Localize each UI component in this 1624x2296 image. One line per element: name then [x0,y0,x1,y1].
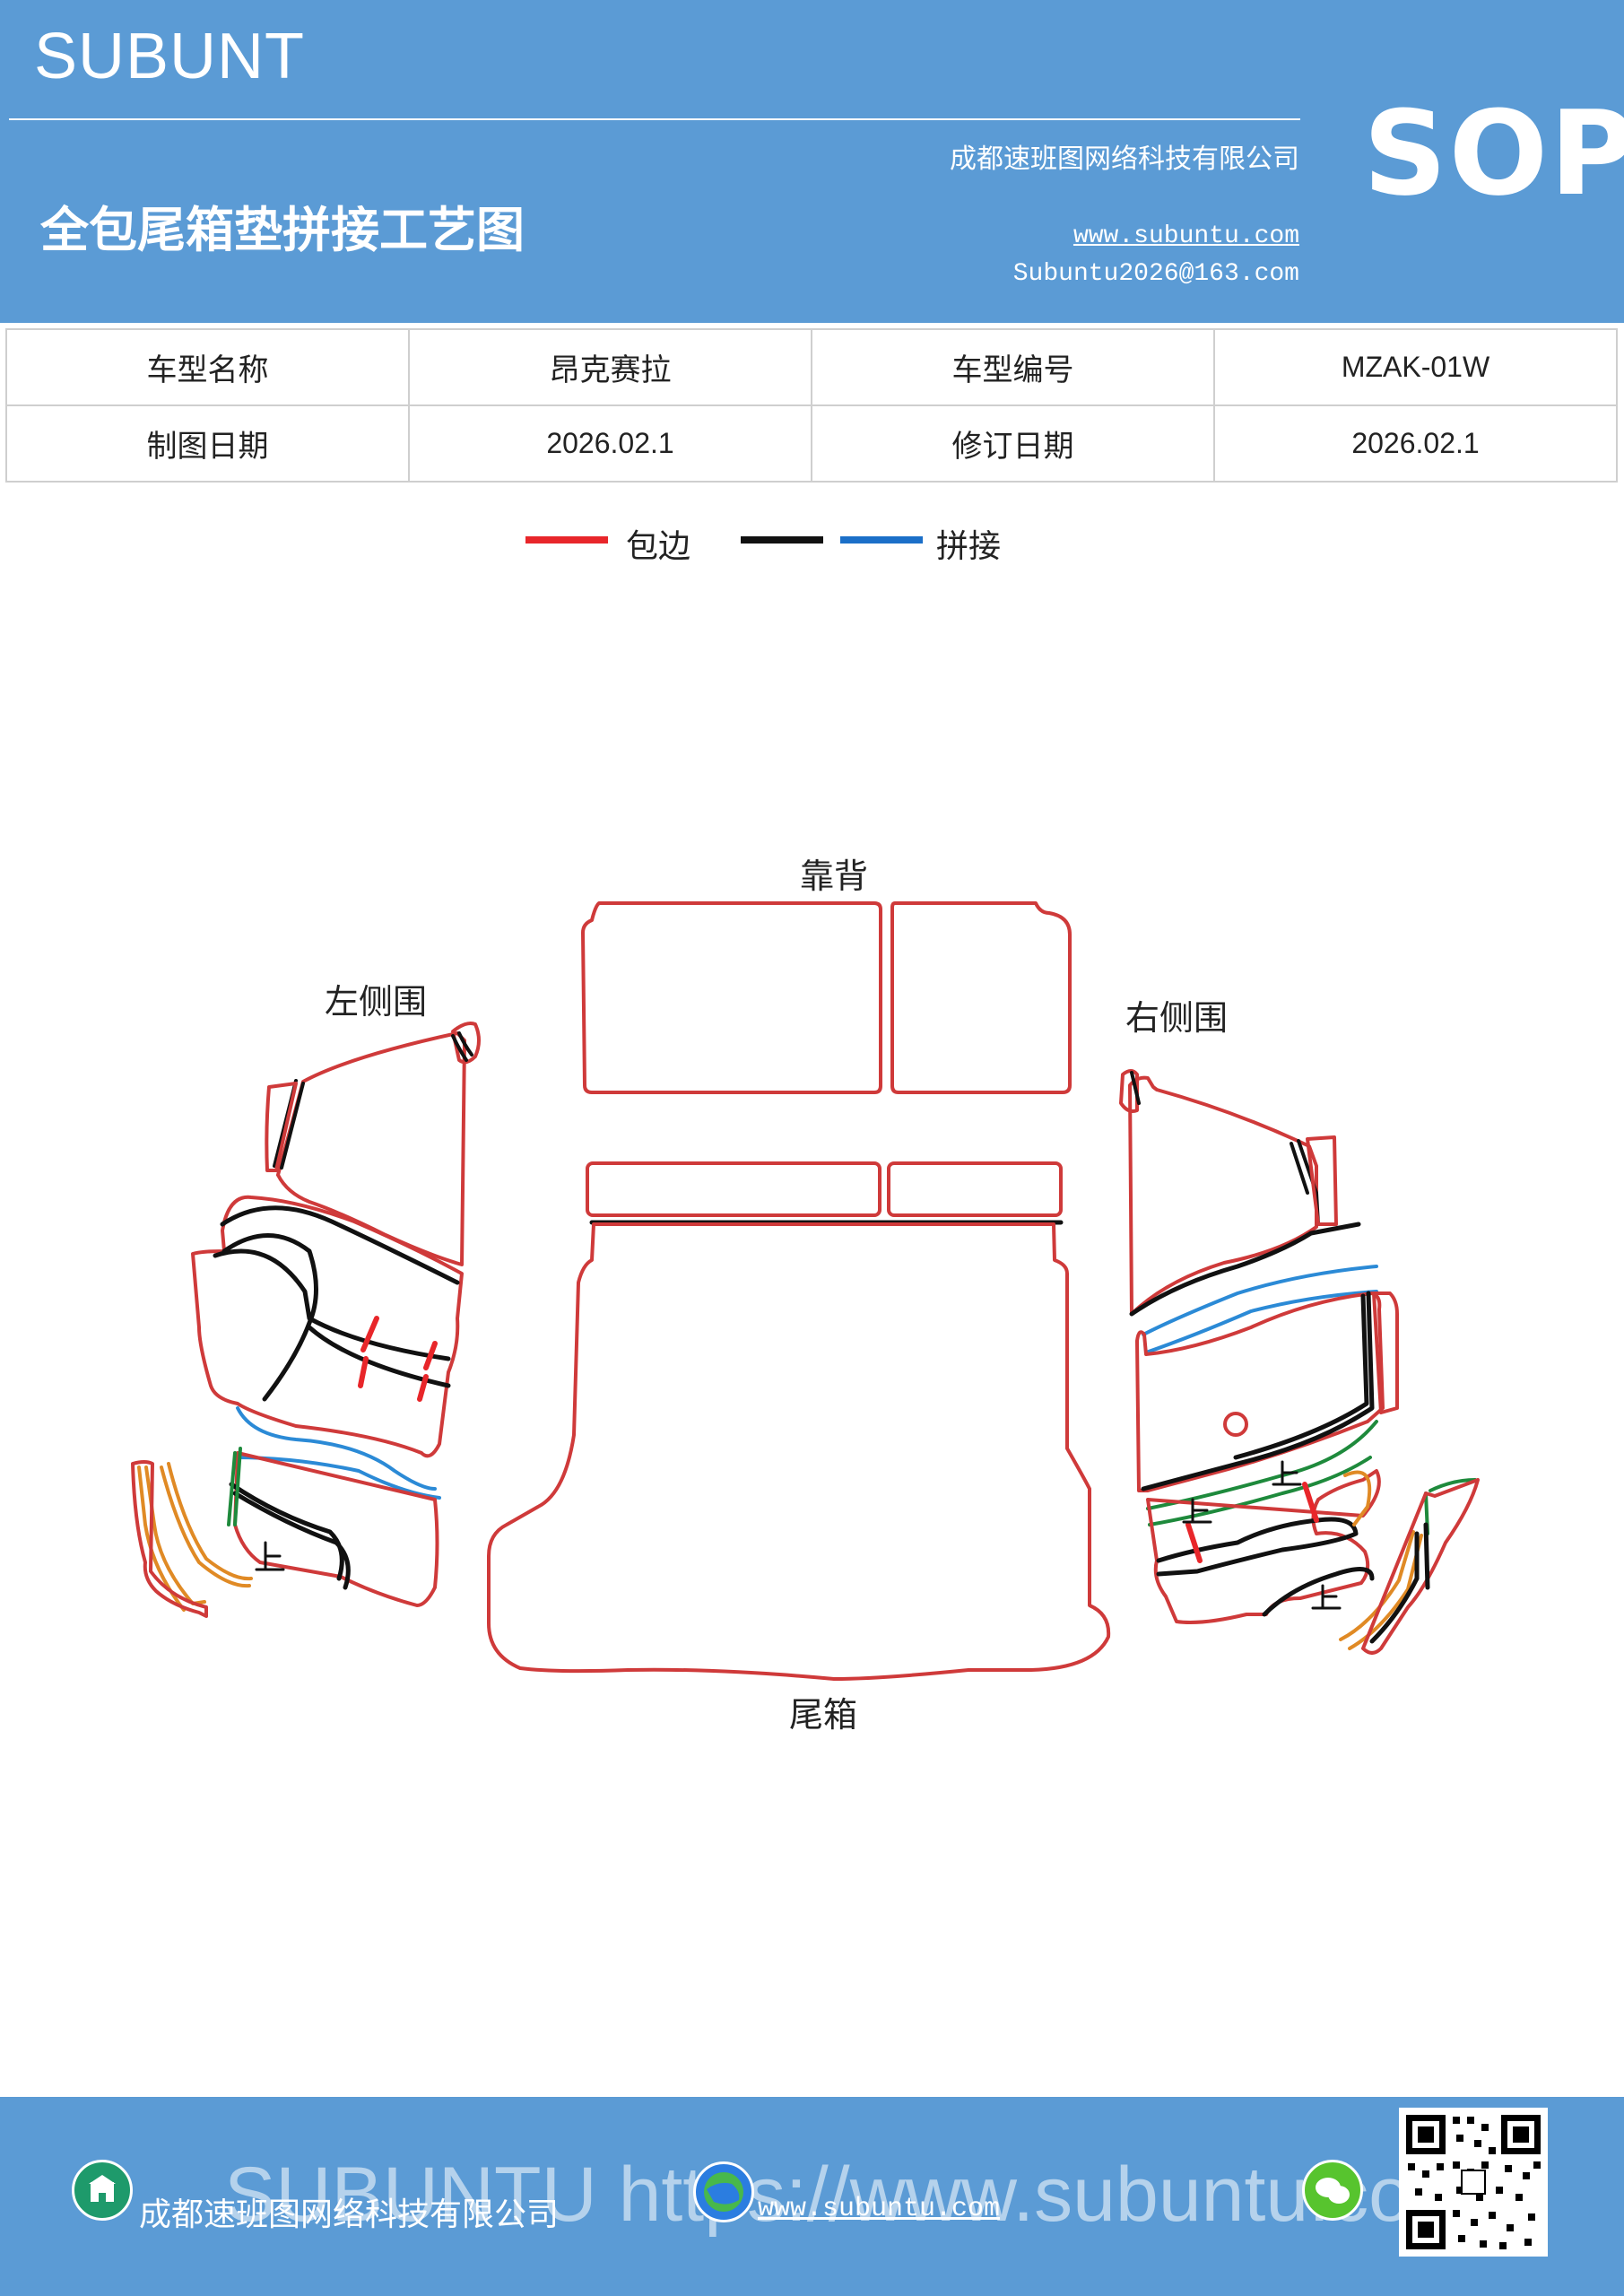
brand-name: SUBUNT [34,21,306,92]
left-side-mid-panel [191,1195,464,1458]
right-side-corner-piece [1361,1478,1480,1655]
left-side-mid-seam-a [220,1205,460,1402]
value-model-code: MZAK-01W [1213,328,1618,406]
left-side-green-seam [227,1447,242,1526]
footer-banner: SUBUNTU https://www.subuntu.com 成都速班图网络科… [0,2097,1624,2296]
left-side-mid-seam-b [213,1248,451,1388]
globe-icon [693,2161,754,2222]
table-row: 车型名称 昂克赛拉 车型编号 MZAK-01W [5,328,1618,406]
right-side-hole [1223,1412,1248,1437]
mat-layout-diagram: 靠背 左侧围 右侧围 尾箱 [131,857,1480,1735]
left-side-mid-stop-b [417,1341,438,1402]
legend-swatch-black [741,536,823,544]
building-icon [72,2160,133,2221]
label-drawing-date: 制图日期 [5,404,410,483]
legend-swatch-edge [525,536,608,544]
right-side-lower-panel [1146,1469,1381,1624]
left-side-mid-stop-a [358,1316,379,1388]
middle-strip-left [586,1161,881,1217]
legend: 包边 拼接 [0,520,1624,574]
left-side-blue-seam [233,1406,441,1500]
middle-strip-right [887,1161,1063,1217]
right-side-blue-seam [1142,1265,1378,1354]
left-side-lower-seam [229,1482,351,1590]
label-backrest: 靠背 [800,857,868,896]
table-row: 制图日期 2026.02.1 修订日期 2026.02.1 [5,404,1618,483]
header-banner: SUBUNT SOP 全包尾箱垫拼接工艺图 成都速班图网络科技有限公司 www.… [0,0,1624,323]
value-drawing-date: 2026.02.1 [408,404,812,483]
right-side-red-stop-a [1185,1522,1203,1563]
backrest-left-panel [581,901,882,1094]
right-side-top-tab [1119,1069,1139,1113]
label-revision-date: 修订日期 [811,404,1215,483]
legend-label-edge: 包边 [626,528,691,565]
right-side-main-seam [1129,1222,1361,1317]
left-side-edge-piece [131,1460,208,1618]
right-side-stop-mark-a [1272,1460,1302,1486]
right-side-lower-seam [1156,1517,1375,1617]
right-side-stop-mark-b [1182,1498,1212,1524]
right-side-top-seam [1130,1071,1320,1226]
left-side-top-tab [451,1022,481,1065]
left-side-lower-panel [233,1451,439,1607]
header-divider [9,118,1300,120]
email-address[interactable]: Subuntu2026@163.com [1012,260,1299,288]
legend-swatch-seam [840,536,923,544]
right-side-mid-seam [1141,1291,1375,1492]
qr-code [1399,2108,1548,2257]
right-side-mid-outer [1372,1292,1399,1414]
right-side-top-panel [1128,1075,1318,1316]
vehicle-info-table: 车型名称 昂克赛拉 车型编号 MZAK-01W 制图日期 2026.02.1 修… [5,328,1618,483]
right-side-stop-mark-c [1311,1584,1342,1610]
legend-label-seam: 拼接 [936,528,1002,565]
label-trunk: 尾箱 [789,1695,857,1735]
right-side-corner-seam [1369,1522,1430,1644]
company-name: 成都速班图网络科技有限公司 [950,144,1299,175]
right-side-red-stop-b [1302,1482,1319,1523]
label-model-code: 车型编号 [811,328,1215,406]
footer-website-link[interactable]: www.subuntu.com [758,2194,1001,2224]
label-right-side: 右侧围 [1125,998,1228,1038]
website-link[interactable]: www.subuntu.com [1073,222,1299,250]
label-left-side: 左侧围 [325,982,427,1022]
wechat-icon [1302,2160,1363,2221]
trunk-floor-panel [487,1222,1111,1681]
document-title: 全包尾箱垫拼接工艺图 [40,201,525,258]
footer-watermark: SUBUNTU https://www.subuntu.com [224,2152,1476,2238]
value-revision-date: 2026.02.1 [1213,404,1618,483]
right-side-top-outer [1306,1135,1338,1226]
value-model-name: 昂克赛拉 [408,328,812,406]
footer-company: 成都速班图网络科技有限公司 [139,2196,560,2233]
right-side-orange-strip [1339,1470,1423,1650]
left-side-stop-mark [255,1541,285,1571]
label-model-name: 车型名称 [5,328,410,406]
left-side-top-outer [265,1082,298,1172]
left-side-orange-strip-a [160,1462,253,1588]
right-side-mid-panel [1135,1292,1385,1492]
backrest-right-panel [890,901,1072,1094]
sop-badge: SOP [1363,85,1624,222]
